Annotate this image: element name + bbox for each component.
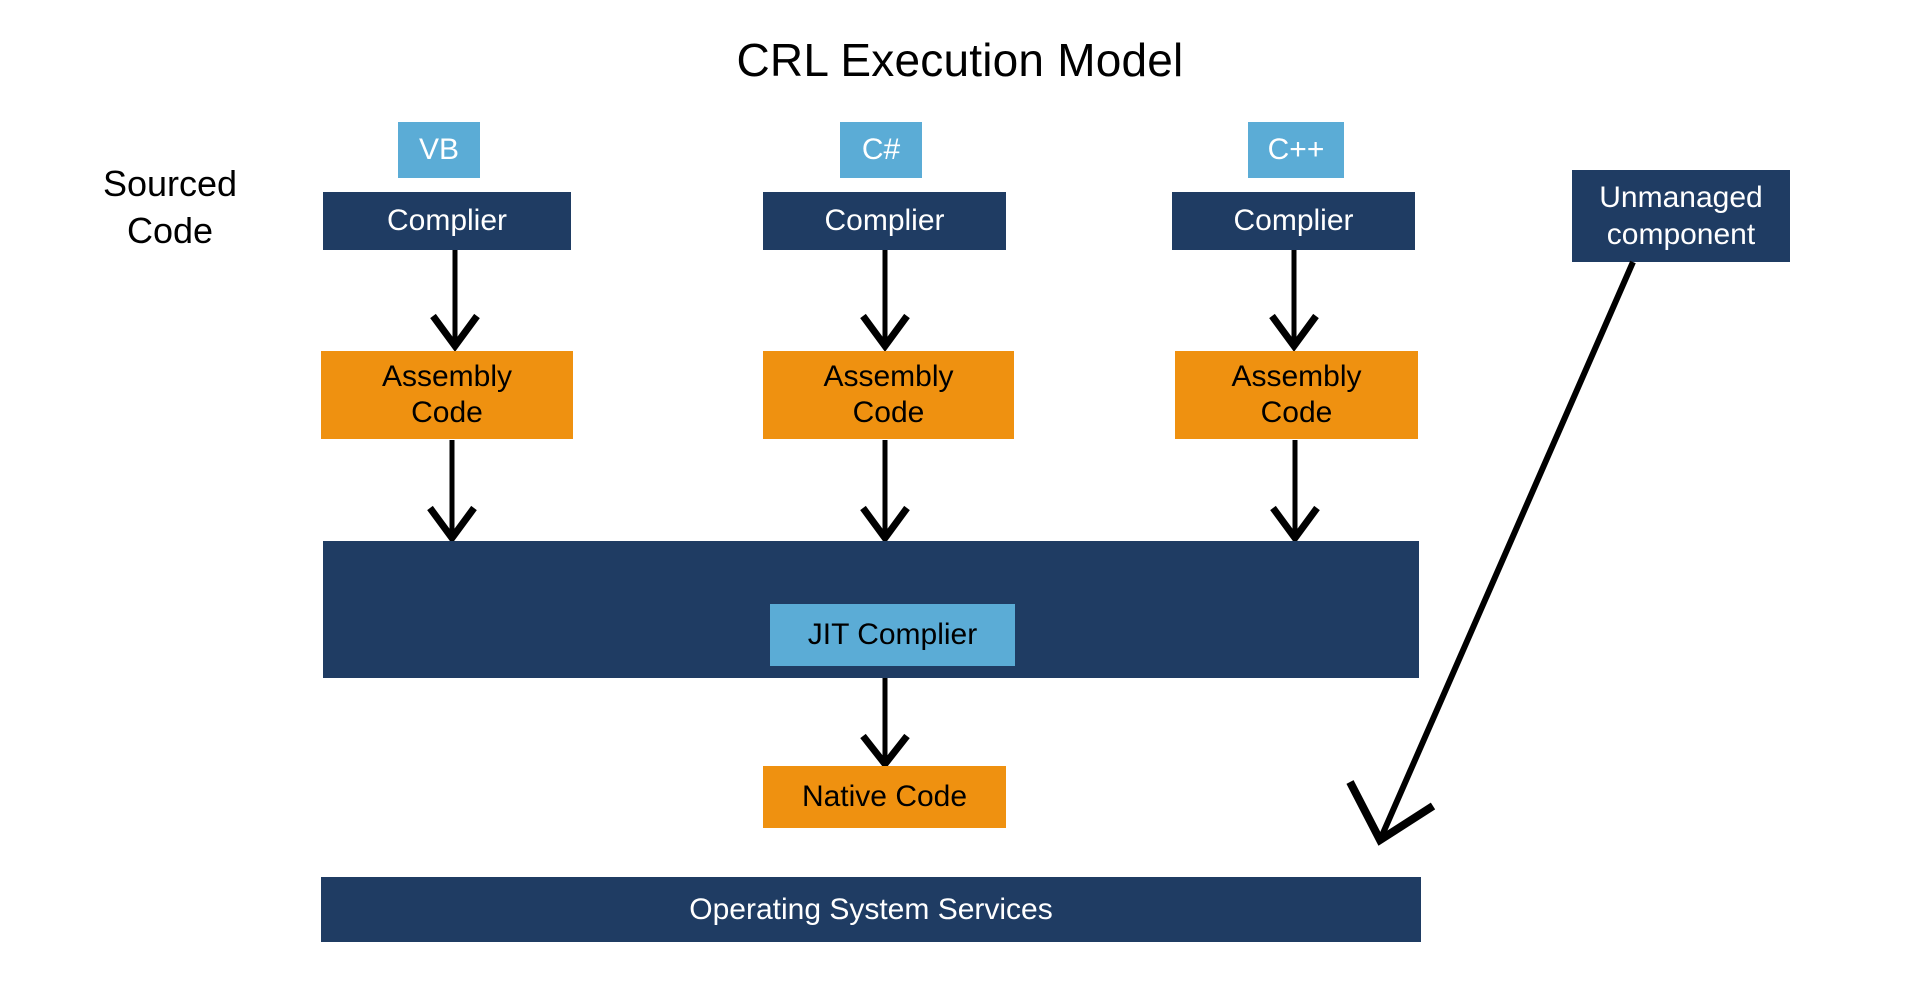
sourced-code-line-2: Code xyxy=(126,210,214,251)
page-title: CRL Execution Model xyxy=(736,34,1184,86)
arrow-csharp-assembly-to-clr xyxy=(860,440,910,544)
sourced-code-line-1: Sourced xyxy=(102,163,238,204)
language-box-vb[interactable]: VB xyxy=(398,122,480,178)
assembly-line-1-cpp: Assembly xyxy=(1231,360,1362,393)
arrow-vb-assembly-to-clr xyxy=(427,440,477,544)
language-box-cpp[interactable]: C++ xyxy=(1248,122,1344,178)
unmanaged-line-2: component xyxy=(1606,218,1756,251)
unmanaged-line-1: Unmanaged xyxy=(1599,181,1763,214)
compiler-box-csharp[interactable]: Complier xyxy=(763,192,1006,250)
assembly-line-1-vb: Assembly xyxy=(381,360,513,393)
native-code-box[interactable]: Native Code xyxy=(763,766,1006,828)
arrow-vb-compiler-to-assembly xyxy=(430,250,480,352)
assembly-box-vb[interactable]: Assembly Code xyxy=(321,351,573,439)
operating-system-services-bar[interactable]: Operating System Services xyxy=(321,877,1421,942)
arrow-cpp-assembly-to-clr xyxy=(1270,440,1320,544)
unmanaged-component-box[interactable]: Unmanaged component xyxy=(1572,170,1790,262)
assembly-box-cpp[interactable]: Assembly Code xyxy=(1175,351,1418,439)
compiler-box-vb[interactable]: Complier xyxy=(323,192,571,250)
assembly-line-2-vb: Code xyxy=(411,396,483,429)
language-box-csharp[interactable]: C# xyxy=(840,122,922,178)
assembly-line-1-csharp: Assembly xyxy=(823,360,954,393)
assembly-line-2-csharp: Code xyxy=(852,396,925,429)
arrow-csharp-compiler-to-assembly xyxy=(860,250,910,352)
assembly-line-2-cpp: Code xyxy=(1260,396,1333,429)
arrow-jit-to-native xyxy=(860,678,910,770)
sourced-code-label: Sourced Code xyxy=(40,160,300,254)
assembly-box-csharp[interactable]: Assembly Code xyxy=(763,351,1014,439)
jit-compiler-box[interactable]: JIT Complier xyxy=(770,604,1015,666)
arrow-cpp-compiler-to-assembly xyxy=(1269,250,1319,352)
compiler-box-cpp[interactable]: Complier xyxy=(1172,192,1415,250)
